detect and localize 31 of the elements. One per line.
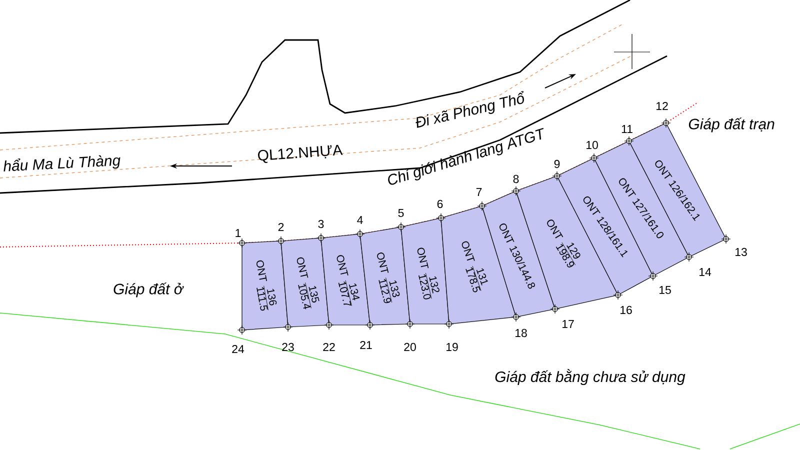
land-parcel: ONT 136 111.5 <box>242 240 288 330</box>
point-number: 1 <box>236 229 241 237</box>
point-number: 4 <box>357 216 363 224</box>
point-number: 24 <box>232 344 244 354</box>
point-number: 21 <box>360 340 372 350</box>
land-parcel: ONT 133 112.9 <box>360 226 410 326</box>
point-number: 23 <box>282 342 294 352</box>
place-label: hẩu Ma Lù Thàng <box>4 155 120 172</box>
point-number: 18 <box>516 328 527 338</box>
point-number: 5 <box>398 209 404 217</box>
point-number: 9 <box>554 160 560 168</box>
point-number: 8 <box>513 174 519 184</box>
point-number: 12 <box>656 102 668 110</box>
point-number: 7 <box>476 188 482 196</box>
adjacent-land-label: Giáp đất ở <box>114 282 184 298</box>
point-number: 2 <box>278 222 284 231</box>
point-number: 16 <box>620 306 632 314</box>
point-number: 6 <box>437 200 443 208</box>
land-parcel: ONT 134 107.7 <box>320 234 370 326</box>
point-number: 17 <box>562 320 574 328</box>
point-number: 20 <box>404 342 416 352</box>
land-parcel: ONT 135 105.4 <box>280 238 330 328</box>
land-parcel: ONT 132 123.0 <box>400 218 450 324</box>
adjacent-land-label: Giáp đất bằng chưa sử dụng <box>495 368 686 386</box>
road-label: QL12.NHỰA <box>258 144 343 164</box>
point-number: 19 <box>446 342 458 352</box>
point-number: 22 <box>323 342 335 352</box>
point-number: 15 <box>660 286 671 294</box>
direction-label: Đi xã Phong Thổ <box>416 91 524 128</box>
point-number: 14 <box>700 268 712 276</box>
point-number: 3 <box>318 220 324 228</box>
